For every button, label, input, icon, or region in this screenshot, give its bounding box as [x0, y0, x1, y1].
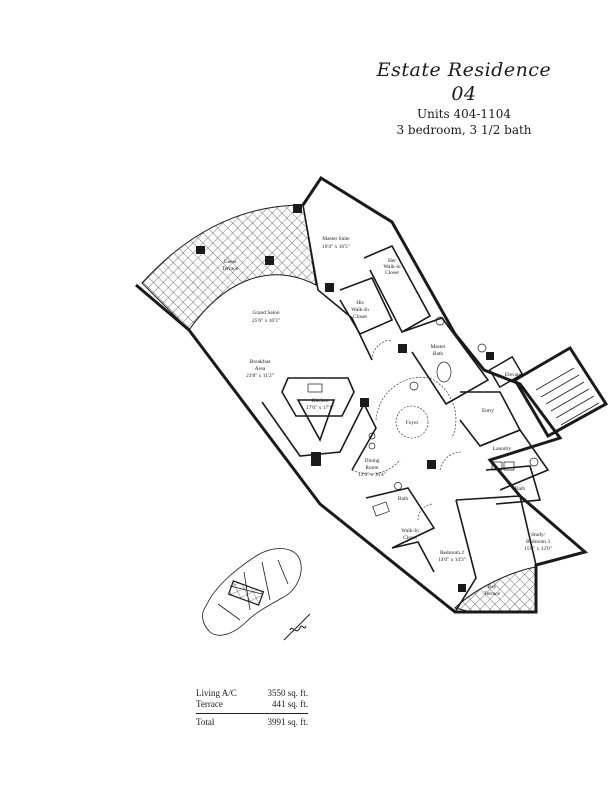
fixtures — [368, 316, 539, 517]
bed-bath-config: 3 bedroom, 3 1/2 bath — [396, 123, 532, 137]
area-value: 441 sq. ft. — [272, 698, 308, 709]
stair-treads — [535, 367, 600, 426]
label-elevator: Elevator — [505, 372, 523, 378]
area-total-value: 3991 sq. ft. — [267, 717, 309, 727]
residence-title: Estate Residence 04 — [376, 59, 552, 105]
area-row: Terrace 441 sq. ft. — [196, 699, 308, 710]
foyer-medallion — [395, 405, 429, 439]
outer-wall — [135, 175, 589, 614]
north-arrow-icon — [283, 613, 311, 641]
units-range: Units 404-1104 — [417, 107, 511, 121]
area-label: Living A/C — [196, 688, 237, 698]
elevator-shaft — [488, 355, 524, 389]
key-plan-unit-highlight — [227, 580, 265, 606]
kitchen-cooktop — [307, 383, 323, 393]
columns — [196, 204, 494, 592]
area-divider — [196, 713, 308, 714]
area-label: Terrace — [196, 698, 223, 709]
label-laundry: Laundry — [493, 446, 512, 452]
door-swings — [351, 339, 463, 521]
label-entry: Entry — [482, 408, 494, 414]
interior-walls — [261, 204, 550, 613]
label-bath-b: Bath — [515, 486, 525, 492]
area-row: Living A/C 3550 sq. ft. — [196, 688, 308, 699]
area-total-label: Total — [196, 717, 215, 727]
area-summary: Living A/C 3550 sq. ft. Terrace 441 sq. … — [196, 688, 308, 728]
plan-header: Estate Residence 04 Units 404-1104 3 bed… — [374, 58, 554, 138]
stair-tower — [512, 345, 609, 439]
area-value: 3550 sq. ft. — [267, 688, 309, 698]
area-total-row: Total 3991 sq. ft. — [196, 717, 308, 728]
key-plan — [202, 548, 302, 636]
label-foyer: Foyer — [406, 420, 419, 426]
label-bath-a: Bath — [398, 496, 408, 502]
